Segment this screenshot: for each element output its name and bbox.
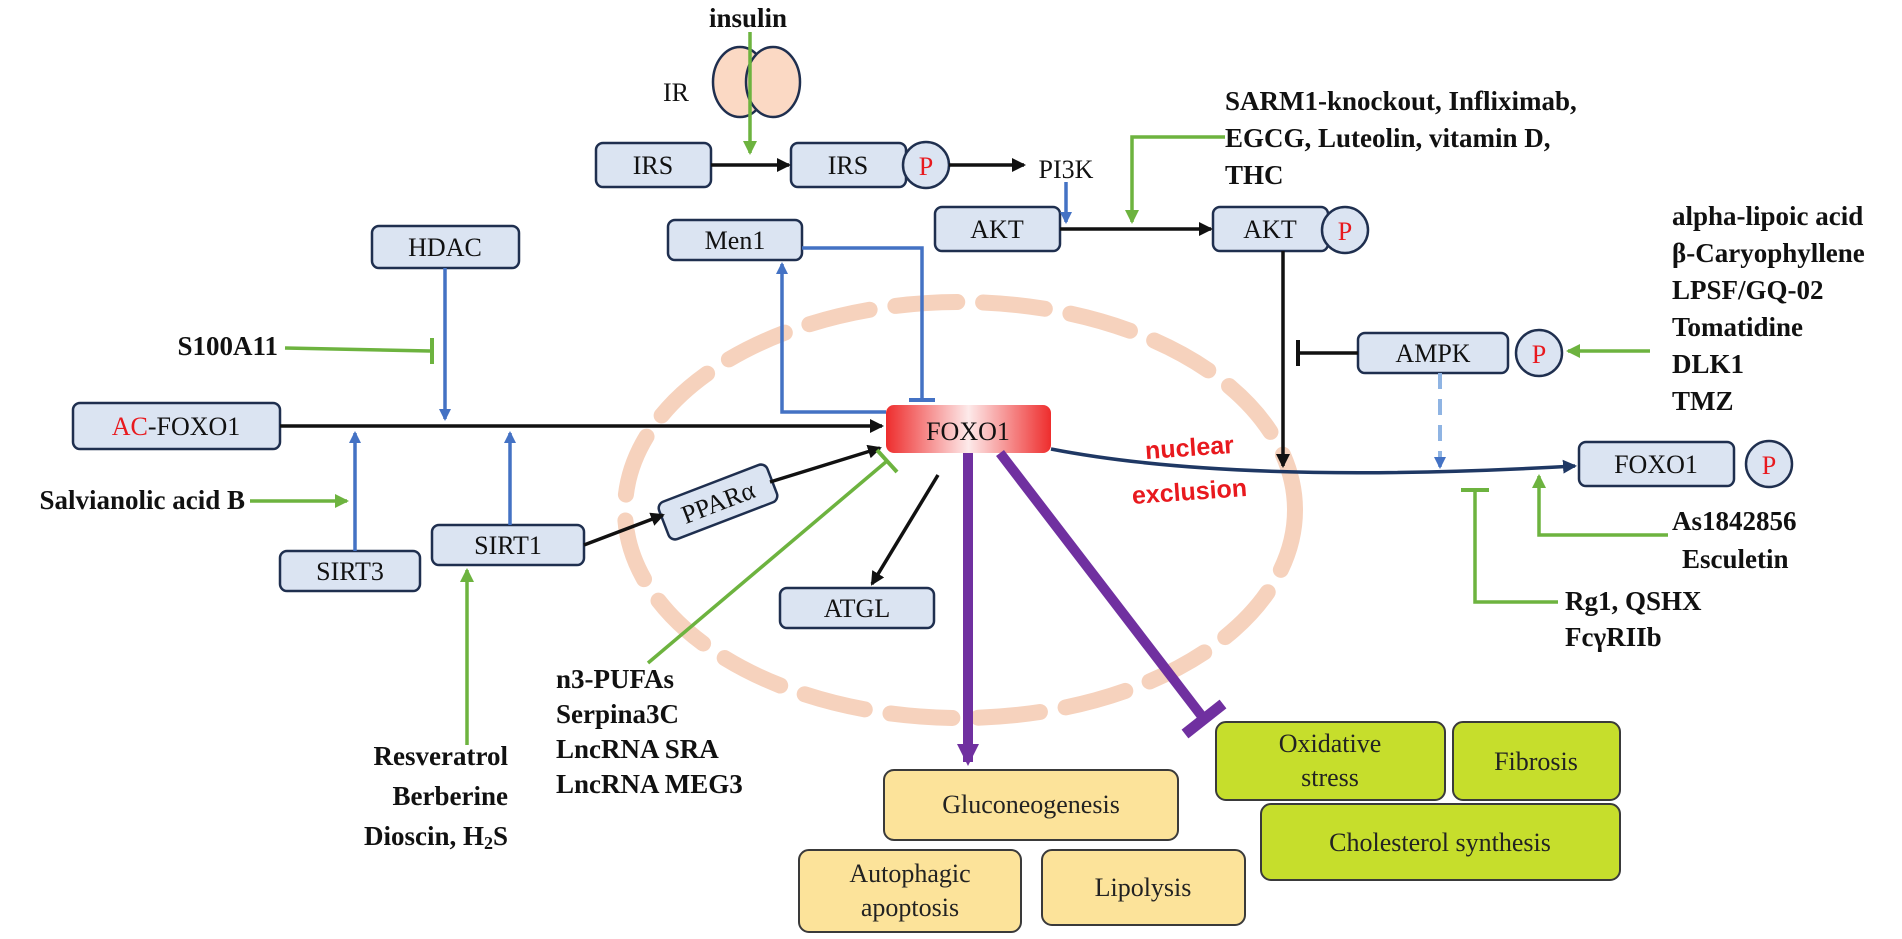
svg-text:LncRNA SRA: LncRNA SRA	[556, 734, 719, 764]
svg-text:AKT: AKT	[970, 215, 1024, 244]
svg-text:Cholesterol synthesis: Cholesterol synthesis	[1329, 828, 1551, 857]
svg-text:HDAC: HDAC	[408, 233, 482, 262]
outcome-lipolysis: Lipolysis	[1041, 849, 1246, 926]
atgl-node: ATGL	[778, 586, 936, 630]
svg-text:Berberine: Berberine	[393, 781, 508, 811]
outcome-autophagic-apoptosis: Autophagic apoptosis	[798, 849, 1022, 933]
phospho-inhibitors-line	[1473, 490, 1558, 604]
svg-text:Oxidative: Oxidative	[1279, 729, 1382, 758]
svg-text:Serpina3C: Serpina3C	[556, 699, 679, 729]
ampk-activators-list: alpha-lipoic acid β-Caryophyllene LPSF/G…	[1672, 201, 1865, 416]
svg-text:As1842856: As1842856	[1672, 506, 1797, 536]
arrow-ppara-to-foxo1	[769, 444, 882, 484]
outcome-cholesterol-synthesis: Cholesterol synthesis	[1260, 803, 1621, 881]
svg-text:Esculetin: Esculetin	[1682, 544, 1789, 574]
phospho-badge	[1320, 205, 1370, 255]
outcome-gluconeogenesis: Gluconeogenesis	[883, 769, 1179, 841]
svg-text:Gluconeogenesis: Gluconeogenesis	[942, 790, 1120, 819]
svg-text:FcγRIIb: FcγRIIb	[1565, 622, 1662, 652]
irs-phospho-node: IRS P	[789, 140, 951, 190]
svg-text:Lipolysis: Lipolysis	[1095, 873, 1192, 902]
nuclear-exclusion-label: exclusion	[1131, 474, 1248, 510]
akt-activators-list: SARM1-knockout, Infliximab, EGCG, Luteol…	[1225, 86, 1577, 190]
purple-inhibit-bar	[1181, 699, 1227, 739]
svg-text:n3-PUFAs: n3-PUFAs	[556, 664, 674, 694]
akt-node: AKT	[933, 205, 1062, 253]
svg-text:EGCG, Luteolin, vitamin D,: EGCG, Luteolin, vitamin D,	[1225, 123, 1551, 153]
ir-label: IR	[663, 78, 690, 107]
outcome-oxidative-stress: Oxidative stress	[1215, 721, 1446, 801]
svg-text:P: P	[1762, 451, 1776, 480]
purple-inhibit-line	[996, 449, 1208, 723]
svg-text:FOXO1: FOXO1	[1614, 450, 1698, 479]
men1-node: Men1	[666, 218, 804, 262]
sirt3-node: SIRT3	[278, 549, 422, 593]
akt-activators-arrow	[1125, 135, 1225, 224]
svg-text:IRS: IRS	[633, 151, 673, 180]
arrow-foxo1-to-men1	[776, 262, 886, 414]
ppara-inhibitors-bar	[875, 448, 899, 474]
insulin-receptor-icon	[711, 45, 802, 119]
svg-text:IRS: IRS	[828, 151, 868, 180]
svg-text:FOXO1: FOXO1	[926, 417, 1010, 446]
svg-text:TMZ: TMZ	[1672, 386, 1734, 416]
men1-inhibit-foxo1	[802, 246, 924, 400]
salvianolic-label: Salvianolic acid B	[39, 485, 245, 515]
foxo1-center-node: FOXO1	[886, 405, 1051, 453]
insulin-label: insulin	[709, 3, 787, 33]
ampk-node: AMPK P	[1356, 328, 1564, 378]
pi3k-label: PI3K	[1039, 155, 1094, 184]
ppara-inhibitors-line	[646, 459, 889, 665]
akt-phospho-node: AKT P	[1211, 205, 1370, 255]
phospho-promoters-list: As1842856 Esculetin	[1672, 506, 1797, 574]
arrow-sirt1-to-ppara	[583, 512, 665, 547]
nucleus-outline	[617, 294, 1303, 726]
svg-text:P: P	[919, 152, 933, 181]
phospho-badge	[1514, 328, 1564, 378]
svg-text:Dioscin, H2S: Dioscin, H2S	[364, 821, 508, 853]
svg-text:P: P	[1338, 217, 1352, 246]
phospho-badge	[1744, 439, 1794, 489]
irs-node: IRS	[594, 141, 713, 189]
phospho-inhibitors-list: Rg1, QSHX FcγRIIb	[1565, 586, 1702, 652]
s100a11-inhibit-line	[284, 346, 431, 353]
svg-text:AMPK: AMPK	[1395, 339, 1470, 368]
svg-text:AKT: AKT	[1243, 215, 1297, 244]
nuclear-exclusion-label: nuclear	[1144, 431, 1235, 465]
svg-text:Tomatidine: Tomatidine	[1672, 312, 1803, 342]
foxo1-inhibitors-list: n3-PUFAs Serpina3C LncRNA SRA LncRNA MEG…	[556, 664, 743, 799]
svg-text:AC-FOXO1: AC-FOXO1	[112, 412, 241, 441]
svg-text:β-Caryophyllene: β-Caryophyllene	[1672, 238, 1865, 268]
sirt1-node: SIRT1	[430, 523, 586, 567]
svg-text:Men1: Men1	[705, 226, 766, 255]
svg-text:Resveratrol: Resveratrol	[374, 741, 509, 771]
hdac-node: HDAC	[370, 224, 521, 270]
svg-text:SARM1-knockout, Infliximab,: SARM1-knockout, Infliximab,	[1225, 86, 1577, 116]
svg-text:apoptosis: apoptosis	[861, 893, 959, 922]
svg-text:Autophagic: Autophagic	[849, 859, 970, 888]
outcome-fibrosis: Fibrosis	[1452, 721, 1621, 801]
svg-text:Fibrosis: Fibrosis	[1494, 747, 1578, 776]
svg-text:DLK1: DLK1	[1672, 349, 1744, 379]
ppara-node: PPARα	[657, 463, 779, 541]
svg-text:LPSF/GQ-02: LPSF/GQ-02	[1672, 275, 1824, 305]
s100a11-label: S100A11	[177, 331, 278, 361]
phospho-promoters-arrow	[1532, 474, 1668, 537]
svg-text:LncRNA MEG3: LncRNA MEG3	[556, 769, 743, 799]
svg-text:P: P	[1532, 340, 1546, 369]
ac-foxo1-node: AC-FOXO1	[71, 401, 282, 451]
svg-text:stress: stress	[1301, 763, 1359, 792]
svg-text:alpha-lipoic acid: alpha-lipoic acid	[1672, 201, 1863, 231]
nuclear-exclusion-arrow	[1050, 447, 1577, 475]
sirt1-activators-list: Resveratrol Berberine Dioscin, H2S	[364, 741, 509, 853]
arrow-foxo1-to-atgl	[870, 474, 940, 586]
svg-text:SIRT1: SIRT1	[474, 531, 542, 560]
svg-text:THC: THC	[1225, 160, 1284, 190]
svg-text:ATGL: ATGL	[824, 594, 890, 623]
svg-text:Rg1, QSHX: Rg1, QSHX	[1565, 586, 1702, 616]
foxo1-phospho-node: FOXO1 P	[1577, 439, 1794, 489]
svg-text:SIRT3: SIRT3	[316, 557, 384, 586]
